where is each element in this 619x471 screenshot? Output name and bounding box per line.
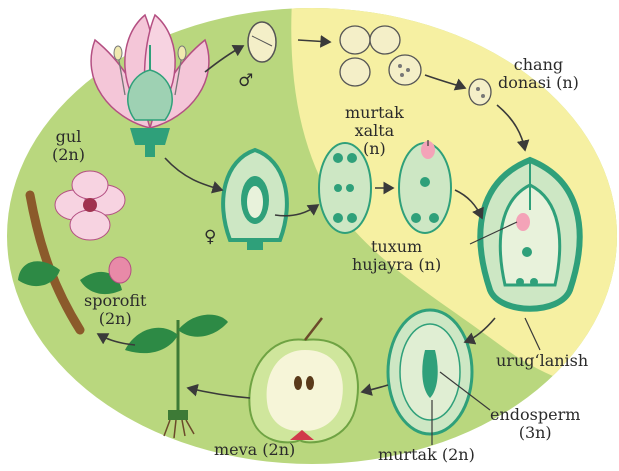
male-symbol: ♂ <box>238 72 253 90</box>
label-gul-line2: (2n) <box>52 146 85 164</box>
label-sporofit-line1: sporofit <box>84 292 146 310</box>
ovule-illustration <box>223 150 287 250</box>
label-murtak-xalta: murtak xalta (n) <box>345 104 404 158</box>
label-chang-donasi-line2: donasi (n) <box>498 74 579 92</box>
label-sporofit-line2: (2n) <box>84 310 146 328</box>
label-tuxum-hujayra-line2: hujayra (n) <box>352 256 441 274</box>
embryo-sac-stage-2 <box>399 141 451 233</box>
label-meva: meva (2n) <box>214 441 295 459</box>
label-endosperm-line2: (3n) <box>490 424 580 442</box>
female-symbol: ♀ <box>204 228 216 246</box>
label-tuxum-hujayra: tuxum hujayra (n) <box>352 238 441 274</box>
label-chang-donasi-line1: chang <box>498 56 579 74</box>
label-endosperm: endosperm (3n) <box>490 406 580 442</box>
label-gul: gul (2n) <box>52 128 85 164</box>
mature-pollen-grain <box>469 79 491 105</box>
label-murtak-xalta-line1: murtak <box>345 104 404 122</box>
fertilization-ovule <box>480 160 579 309</box>
label-gul-line1: gul <box>52 128 85 146</box>
label-chang-donasi: chang donasi (n) <box>498 56 579 92</box>
label-sporofit: sporofit (2n) <box>84 292 146 328</box>
label-murtak: murtak (2n) <box>378 446 475 464</box>
label-murtak-xalta-line2: xalta <box>345 122 404 140</box>
label-tuxum-hujayra-line1: tuxum <box>352 238 441 256</box>
label-endosperm-line1: endosperm <box>490 406 580 424</box>
label-urugʻlanish: urugʻlanish <box>496 352 588 370</box>
label-murtak-xalta-line3: (n) <box>345 140 404 158</box>
pollen-grain <box>248 22 276 62</box>
seed-illustration <box>388 310 472 434</box>
